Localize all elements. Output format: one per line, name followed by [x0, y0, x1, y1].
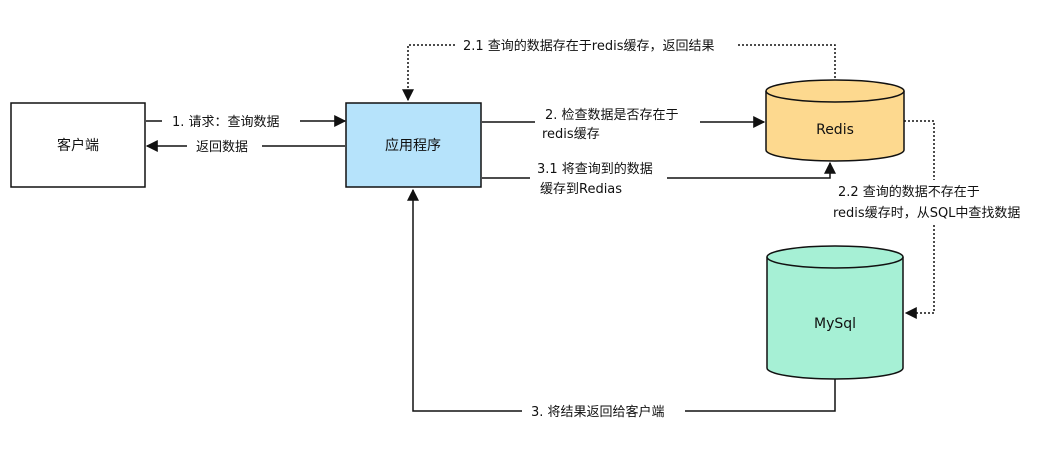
edge-cache-line-b: [667, 161, 836, 179]
edge-request-label: 1. 请求：查询数据: [172, 115, 280, 130]
edge-cache: 3.1 将查询到的数据 缓存到Redias: [482, 161, 836, 197]
edge-check-label-line1: 2. 检查数据是否存在于: [545, 108, 679, 123]
redis-node: Redis: [765, 79, 905, 162]
edge-response: 返回数据: [145, 140, 345, 155]
app-label: 应用程序: [385, 137, 441, 154]
edge-check-label-line2: redis缓存: [542, 127, 600, 142]
edge-return-line-b: [407, 188, 522, 412]
client-label: 客户端: [57, 137, 99, 154]
client-box: [10, 102, 146, 188]
redis-label: Redis: [816, 122, 854, 138]
edge-cache-label-line2: 缓存到Redias: [540, 182, 622, 197]
edge-redis-hit: 2.1 查询的数据存在于redis缓存，返回结果: [402, 38, 836, 102]
edge-response-label: 返回数据: [196, 140, 248, 155]
client-node: 客户端: [10, 102, 146, 188]
mysql-label: MySql: [814, 316, 856, 332]
mysql-node: MySql: [766, 245, 904, 380]
mysql-cylinder-top: [766, 245, 904, 269]
edge-redis-hit-line-b: [402, 44, 455, 102]
edge-return-line-a: [685, 379, 836, 412]
edge-redis-miss-label-line1: 2.2 查询的数据不存在于: [838, 184, 980, 200]
edge-redis-miss-line-b: [904, 225, 935, 319]
edge-return-label: 3. 将结果返回给客户端: [531, 404, 665, 420]
redis-cylinder-top: [765, 79, 905, 103]
edge-redis-hit-line-a: [736, 44, 836, 78]
edge-cache-label-line1: 3.1 将查询到的数据: [537, 161, 653, 177]
app-box: [345, 102, 482, 188]
edge-check: 2. 检查数据是否存在于 redis缓存: [482, 108, 766, 142]
edge-redis-miss: 2.2 查询的数据不存在于 redis缓存时，从SQL中查找数据: [833, 120, 1020, 319]
app-node: 应用程序: [345, 102, 482, 188]
edge-redis-hit-label: 2.1 查询的数据存在于redis缓存，返回结果: [463, 38, 715, 54]
edge-redis-miss-label-line2: redis缓存时，从SQL中查找数据: [833, 206, 1020, 221]
redis-cylinder-body: [765, 91, 905, 162]
edge-redis-miss-line-a: [904, 120, 935, 180]
edge-return: 3. 将结果返回给客户端: [407, 188, 836, 420]
edge-request: 1. 请求：查询数据: [146, 115, 347, 130]
